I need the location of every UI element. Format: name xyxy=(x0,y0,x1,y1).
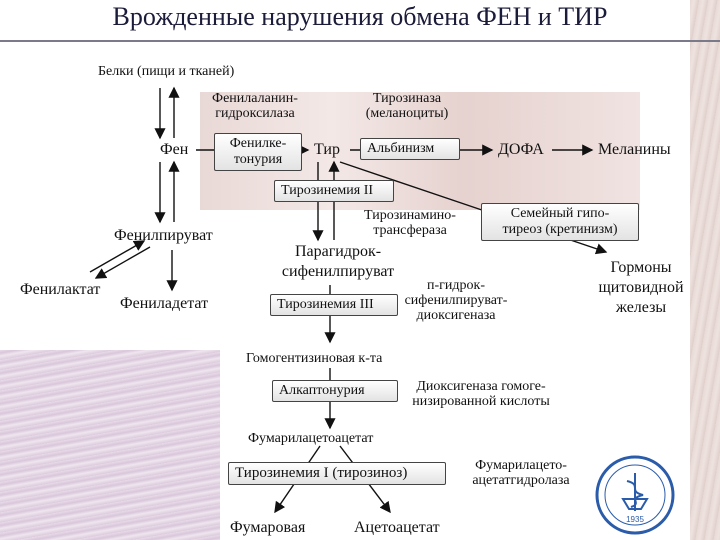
enzyme-tat-line1: Тирозинамино- xyxy=(364,208,456,223)
disease-alkaptonuria: Алкаптонурия xyxy=(272,380,398,402)
node-phenylacetate: Фениладетат xyxy=(120,295,209,312)
node-thyroid-line1: Гормоны xyxy=(610,259,672,276)
node-fumarylacetoacetate: Фумарилацетоацетат xyxy=(248,431,374,446)
disease-pku: Фенилке- тонурия xyxy=(214,133,302,171)
tissue-texture-background xyxy=(0,350,220,540)
disease-tyrosinemia-1: Тирозинемия I (тирозиноз) xyxy=(228,462,446,485)
node-phe: Фен xyxy=(160,141,189,158)
enzyme-fah-line2: ацетатгидролаза xyxy=(472,473,570,488)
university-emblem-icon: 1935 xyxy=(595,455,675,535)
node-fumarate: Фумаровая xyxy=(230,519,306,536)
enzyme-hgd: Диоксигеназа гомоге- низированной кислот… xyxy=(398,379,564,409)
disease-tyrosinemia-2: Тирозинемия II xyxy=(274,180,394,202)
node-thyroid-hormones: Гормоны щитовидной железы xyxy=(586,258,696,318)
enzyme-pah-line2: гидроксилаза xyxy=(215,106,295,121)
enzyme-tat: Тирозинамино- трансфераза xyxy=(350,208,470,238)
enzyme-hgd-line1: Диоксигеназа гомоге- xyxy=(416,379,546,394)
enzyme-tat-line2: трансфераза xyxy=(373,223,447,238)
enzyme-tyrosinase-line2: (меланоциты) xyxy=(365,106,449,121)
node-phenylpyruvate: Фенилпируват xyxy=(114,227,213,244)
enzyme-tyrosinase-line1: Тирозиназа xyxy=(372,91,442,106)
right-edge-texture xyxy=(690,0,720,540)
emblem-year: 1935 xyxy=(626,515,644,524)
disease-tyrosinemia-3: Тирозинемия III xyxy=(270,294,398,316)
enzyme-hppd-line1: п-гидрок- xyxy=(427,278,485,293)
node-hpp-line1: Парагидрок- xyxy=(294,243,382,260)
enzyme-pah: Фенилаланин- гидроксилаза xyxy=(200,91,310,121)
node-thyroid-line3: железы xyxy=(615,299,667,316)
disease-hypothyroid-line2: тиреоз (кретинизм) xyxy=(502,222,618,237)
disease-pku-line1: Фенилке- xyxy=(229,136,287,151)
node-dopa: ДОФА xyxy=(498,141,544,158)
enzyme-hppd: п-гидрок- сифенилпируват- диоксигеназа xyxy=(396,278,516,323)
enzyme-fah-line1: Фумарилацето- xyxy=(475,458,567,473)
arrow-phenylpyruvate-to-phenyllactate xyxy=(94,246,151,279)
disease-hypothyroid-line1: Семейный гипо- xyxy=(510,206,610,221)
node-homogentisic-acid: Гомогентизиновая к-та xyxy=(246,351,383,366)
node-thyroid-line2: щитовидной xyxy=(598,279,684,296)
node-acetoacetate: Ацетоацетат xyxy=(354,519,440,536)
node-proteins: Белки (пищи и тканей) xyxy=(98,64,235,79)
title-divider xyxy=(0,40,720,42)
enzyme-fah: Фумарилацето- ацетатгидролаза xyxy=(456,458,586,488)
node-hpp-line2: сифенилпируват xyxy=(281,263,395,280)
enzyme-hppd-line2: сифенилпируват- xyxy=(404,293,508,308)
node-phenyllactate: Фенилактат xyxy=(20,281,101,298)
disease-pku-line2: тонурия xyxy=(233,152,283,167)
arrow-phenyllactate-to-phenylpyruvate xyxy=(89,240,146,273)
enzyme-hppd-line3: диоксигеназа xyxy=(416,308,496,323)
enzyme-pah-line1: Фенилаланин- xyxy=(212,91,298,106)
node-p-hydroxyphenylpyruvate: Парагидрок- сифенилпируват xyxy=(268,242,408,282)
disease-albinism: Альбинизм xyxy=(360,138,460,160)
node-melanins: Меланины xyxy=(598,141,671,158)
enzyme-hgd-line2: низированной кислоты xyxy=(412,394,550,409)
enzyme-tyrosinase: Тирозиназа (меланоциты) xyxy=(352,91,462,121)
slide-title: Врожденные нарушения обмена ФЕН и ТИР xyxy=(112,2,608,31)
disease-familial-hypothyroidism: Семейный гипо- тиреоз (кретинизм) xyxy=(481,203,639,241)
node-tyr: Тир xyxy=(314,141,340,158)
